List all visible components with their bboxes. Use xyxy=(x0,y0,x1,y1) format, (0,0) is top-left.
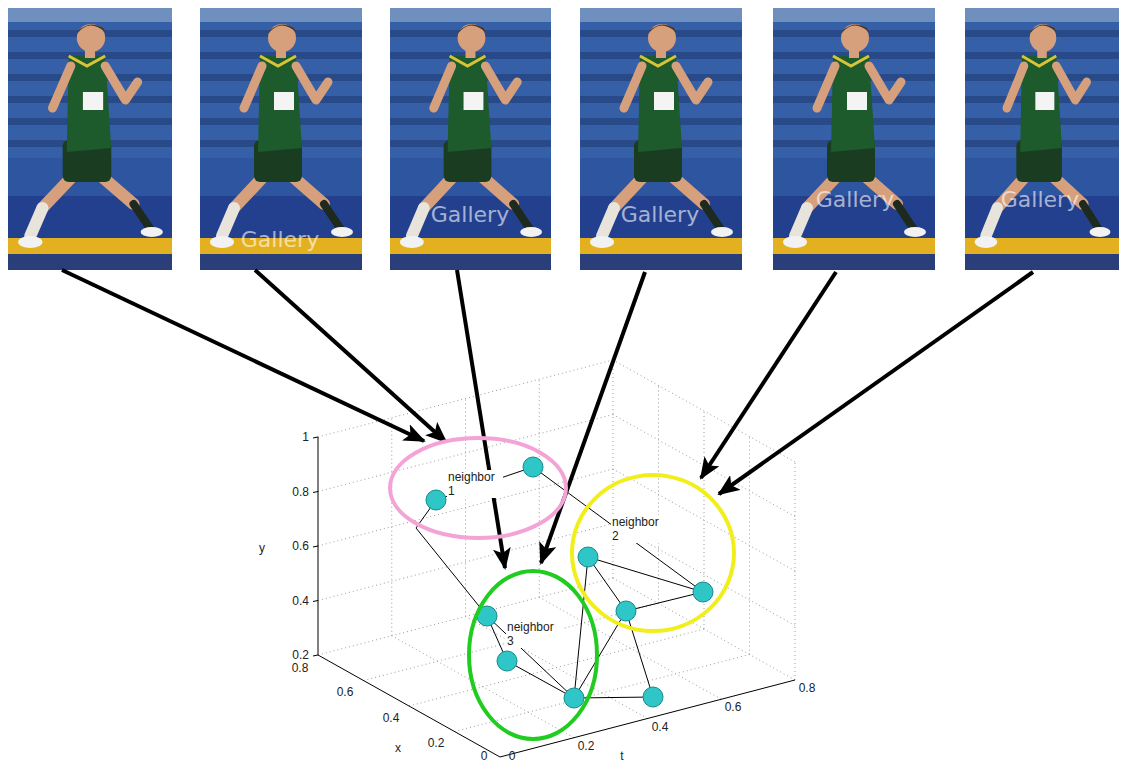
tick-label: 0 xyxy=(481,749,488,763)
tick-label: 0.4 xyxy=(652,720,669,734)
axis-label: t xyxy=(620,749,623,763)
tick-label: 0.2 xyxy=(428,736,445,750)
ellipse-outline xyxy=(390,438,566,538)
tick-label: 0.8 xyxy=(799,681,816,695)
video-frame xyxy=(8,8,172,270)
frame-arrows xyxy=(62,270,1033,568)
neighbor-label: neighbor 1 xyxy=(447,470,503,498)
neighbor-label: neighbor 3 xyxy=(506,620,562,648)
tick-label: 0.8 xyxy=(292,485,309,499)
neighbor-ellipse: neighbor 3 xyxy=(467,569,599,741)
tick-label: 0.6 xyxy=(292,539,309,553)
watermark: Gallery xyxy=(431,203,509,227)
neighbor-label: neighbor 2 xyxy=(611,515,667,543)
ellipse-outline xyxy=(469,571,597,739)
plot-grid xyxy=(318,360,795,738)
axis-label: y xyxy=(259,541,265,555)
watermark: Gallery xyxy=(816,188,894,212)
tick-label: 0.8 xyxy=(292,661,309,675)
tick-label: 0 xyxy=(509,749,516,763)
axis-label: x xyxy=(395,741,401,755)
plot-axes xyxy=(313,437,795,757)
tick-label: 0.4 xyxy=(383,711,400,725)
video-frame xyxy=(200,8,362,270)
tick-label: 0.6 xyxy=(725,700,742,714)
tick-label: 0.2 xyxy=(578,739,595,753)
tick-label: 0.2 xyxy=(292,648,309,662)
tick-label: 0.4 xyxy=(292,594,309,608)
tick-label: 0.6 xyxy=(337,685,354,699)
watermark: Gallery xyxy=(241,228,319,252)
neighbor-ellipse: neighbor 2 xyxy=(570,473,736,633)
point-mesh xyxy=(416,467,703,698)
video-frame xyxy=(580,8,742,270)
video-frame xyxy=(390,8,551,270)
ellipse-outline xyxy=(572,475,734,631)
ellipse-outline xyxy=(570,473,736,633)
neighbor-ellipse: neighbor 1 xyxy=(388,436,568,540)
watermark: Gallery xyxy=(1001,188,1079,212)
video-frame xyxy=(773,8,935,270)
video-frames xyxy=(8,8,1119,270)
tick-label: 1 xyxy=(302,430,309,444)
watermark: Gallery xyxy=(621,203,699,227)
video-frame xyxy=(965,8,1119,270)
ellipse-outline xyxy=(467,569,599,741)
